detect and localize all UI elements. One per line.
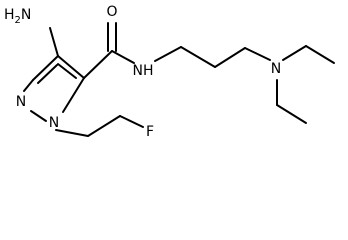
bond-c5-carbonyl — [83, 50, 113, 79]
fluorine-label: F — [146, 124, 154, 140]
bond-c3-n2 — [23, 79, 34, 92]
bond-nh-c1 — [154, 46, 182, 62]
bond-ethyl1-ch3 — [305, 45, 335, 64]
bond-c1-c2 — [180, 46, 216, 68]
bond-c3-n — [244, 47, 271, 61]
atom-labels: H2N O NH N N N F — [4, 4, 281, 140]
bond-c4-c3-inner — [37, 64, 58, 84]
amine-nitrogen-label: N — [271, 61, 281, 77]
amide-nitrogen-label: NH — [133, 63, 154, 79]
bond-n-ethyl1-ch2 — [282, 45, 307, 61]
bond-c5-c4-inner — [57, 63, 77, 79]
bond-ch2-f — [119, 115, 144, 128]
bond-c4-c3 — [32, 55, 59, 81]
molecule-structure: H2N O NH N N N F — [4, 4, 335, 140]
bond-n1-c5 — [62, 77, 85, 113]
bond-c5-c4 — [57, 55, 85, 79]
carbonyl-oxygen-label: O — [106, 4, 117, 20]
bond-ch2-ch2 — [87, 115, 121, 137]
bond-c2-c3 — [214, 47, 246, 68]
bond-lines — [23, 22, 335, 137]
amino-group-label: H2N — [4, 7, 31, 26]
bond-n2-n1 — [30, 110, 47, 122]
ring-nitrogen-bottom-label: N — [49, 115, 59, 131]
bond-c4-nh2 — [49, 27, 59, 57]
bond-n1-ch2 — [55, 129, 89, 137]
ring-nitrogen-top-label: N — [16, 94, 26, 110]
bond-carbonyl-nh — [111, 50, 135, 64]
bond-ethyl2-ch3 — [276, 104, 307, 124]
